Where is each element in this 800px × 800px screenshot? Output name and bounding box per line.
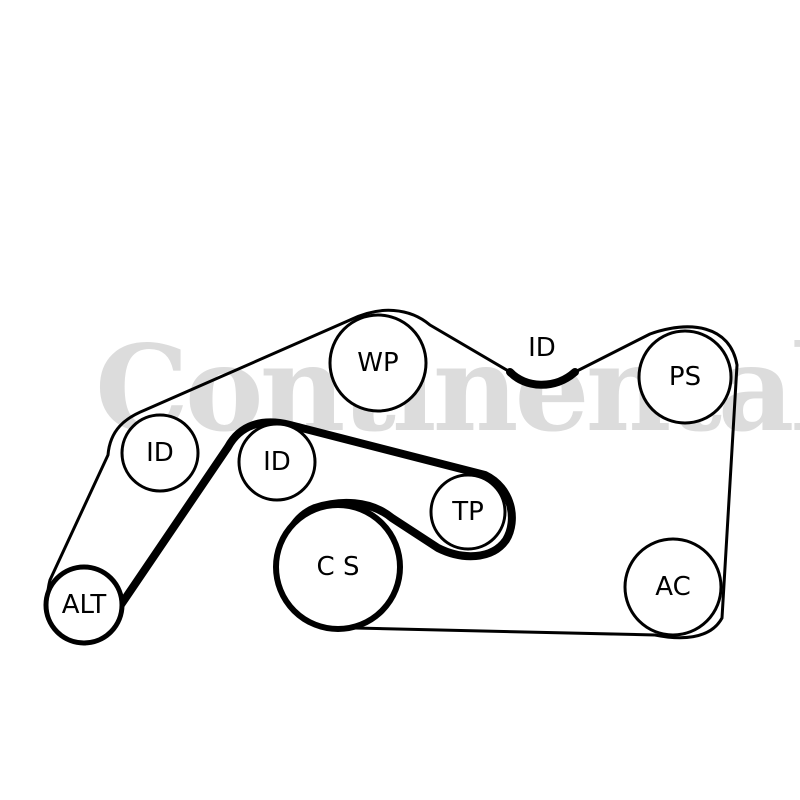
pulley-id-mid: ID xyxy=(237,422,317,502)
pulley-label: PS xyxy=(669,362,701,392)
pulley-label: C S xyxy=(317,552,360,582)
pulley-tp: TP xyxy=(429,473,507,551)
pulley-ac: AC xyxy=(623,537,723,637)
pulley-label: ID xyxy=(146,438,174,468)
pulley-cs: C S xyxy=(273,502,403,632)
pulley-label: TP xyxy=(451,497,484,527)
pulley-label: AC xyxy=(655,572,690,602)
pulley-id-top: ID xyxy=(506,317,579,389)
pulley-label: ID xyxy=(263,447,291,477)
pulley-id-left: ID xyxy=(120,413,200,493)
pulley-label: ALT xyxy=(62,590,107,620)
pulley-wp: WP xyxy=(328,313,428,413)
pulley-label: WP xyxy=(357,348,398,378)
pulley-alt: ALT xyxy=(43,564,125,646)
pulley-ps: PS xyxy=(637,329,733,425)
pulley-label: ID xyxy=(528,333,556,363)
